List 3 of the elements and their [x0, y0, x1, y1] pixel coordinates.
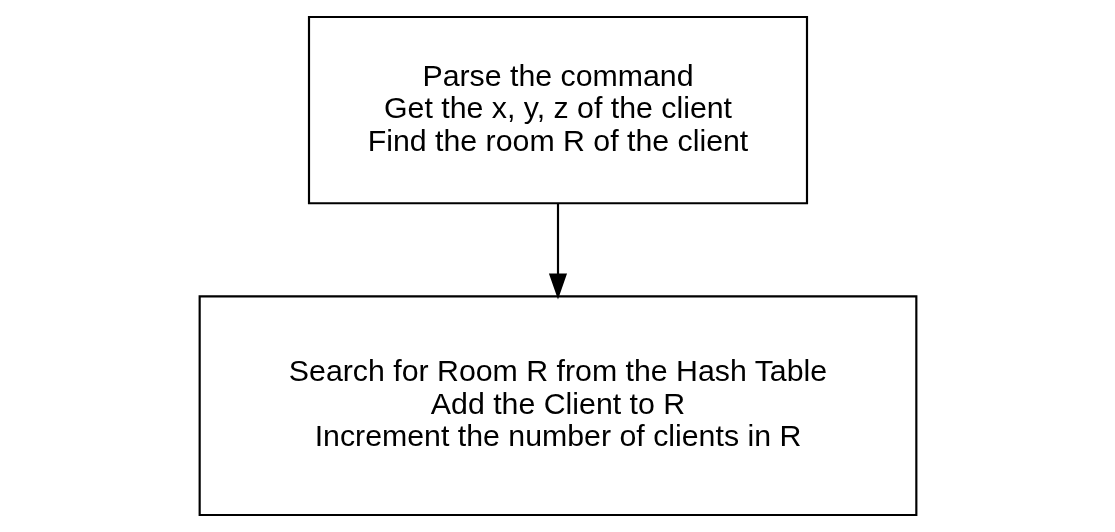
node-box: Search for Room R from the Hash Table Add the Client to R Increment the number of clients in R: [198, 295, 917, 517]
node-box: Parse the command Get the x, y, z of the client Find the room R of the client: [307, 15, 808, 205]
arrow: [548, 203, 567, 300]
